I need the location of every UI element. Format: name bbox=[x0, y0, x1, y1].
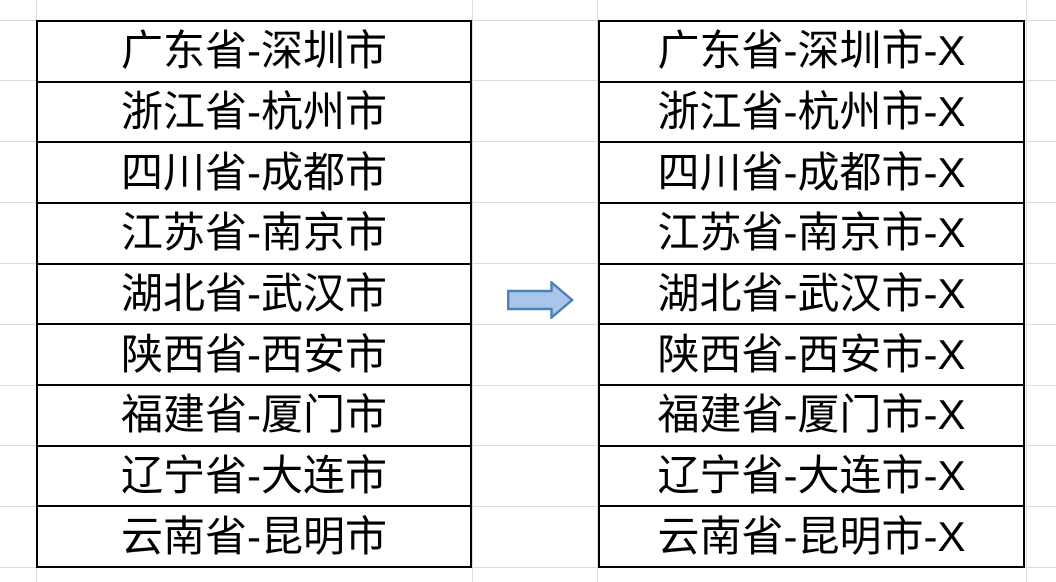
result-cell-1[interactable]: 广东省-深圳市-X bbox=[600, 22, 1023, 83]
source-cell-9[interactable]: 云南省-昆明市 bbox=[121, 512, 387, 560]
gridline-vertical bbox=[1026, 0, 1027, 582]
source-cell-2[interactable]: 浙江省-杭州市 bbox=[38, 83, 470, 144]
result-cell-9[interactable]: 云南省-昆明市-X bbox=[657, 512, 966, 560]
result-cell-4[interactable]: 江苏省-南京市-X bbox=[600, 204, 1023, 265]
result-cell-3[interactable]: 四川省-成都市-X bbox=[600, 143, 1023, 205]
gridline-horizontal bbox=[0, 323, 1056, 325]
gridline-horizontal bbox=[0, 567, 1056, 569]
gridline-vertical bbox=[472, 0, 473, 582]
gridline-horizontal bbox=[0, 19, 1056, 21]
gridline-vertical bbox=[597, 0, 598, 582]
source-cell-3[interactable]: 四川省-成都市 bbox=[38, 143, 470, 205]
result-cell-2[interactable]: 浙江省-杭州市-X bbox=[600, 83, 1023, 144]
right-arrow-icon bbox=[507, 281, 574, 319]
gridline-horizontal bbox=[0, 262, 1056, 264]
transform-arrow[interactable] bbox=[507, 281, 574, 319]
result-cell-6[interactable]: 陕西省-西安市-X bbox=[600, 325, 1023, 387]
gridline-horizontal bbox=[0, 506, 1056, 508]
result-cell-5[interactable]: 湖北省-武汉市-X bbox=[600, 265, 1023, 326]
result-cell-7[interactable]: 福建省-厦门市-X bbox=[600, 386, 1023, 447]
result-cell-8[interactable]: 辽宁省-大连市-X bbox=[600, 447, 1023, 508]
gridline-horizontal bbox=[0, 384, 1056, 386]
source-cell-7[interactable]: 福建省-厦门市 bbox=[38, 386, 470, 447]
source-cell-5[interactable]: 湖北省-武汉市 bbox=[38, 265, 470, 326]
gridline-horizontal bbox=[0, 445, 1056, 447]
source-cell-4[interactable]: 江苏省-南京市 bbox=[38, 204, 470, 265]
gridline-horizontal bbox=[0, 141, 1056, 143]
gridline-horizontal bbox=[0, 202, 1056, 204]
gridline-horizontal bbox=[0, 80, 1056, 82]
source-table: 广东省-深圳市浙江省-杭州市四川省-成都市江苏省-南京市湖北省-武汉市陕西省-西… bbox=[36, 20, 472, 568]
source-cell-1[interactable]: 广东省-深圳市 bbox=[38, 22, 470, 83]
source-cell-8[interactable]: 辽宁省-大连市 bbox=[38, 447, 470, 508]
source-cell-6[interactable]: 陕西省-西安市 bbox=[38, 325, 470, 387]
